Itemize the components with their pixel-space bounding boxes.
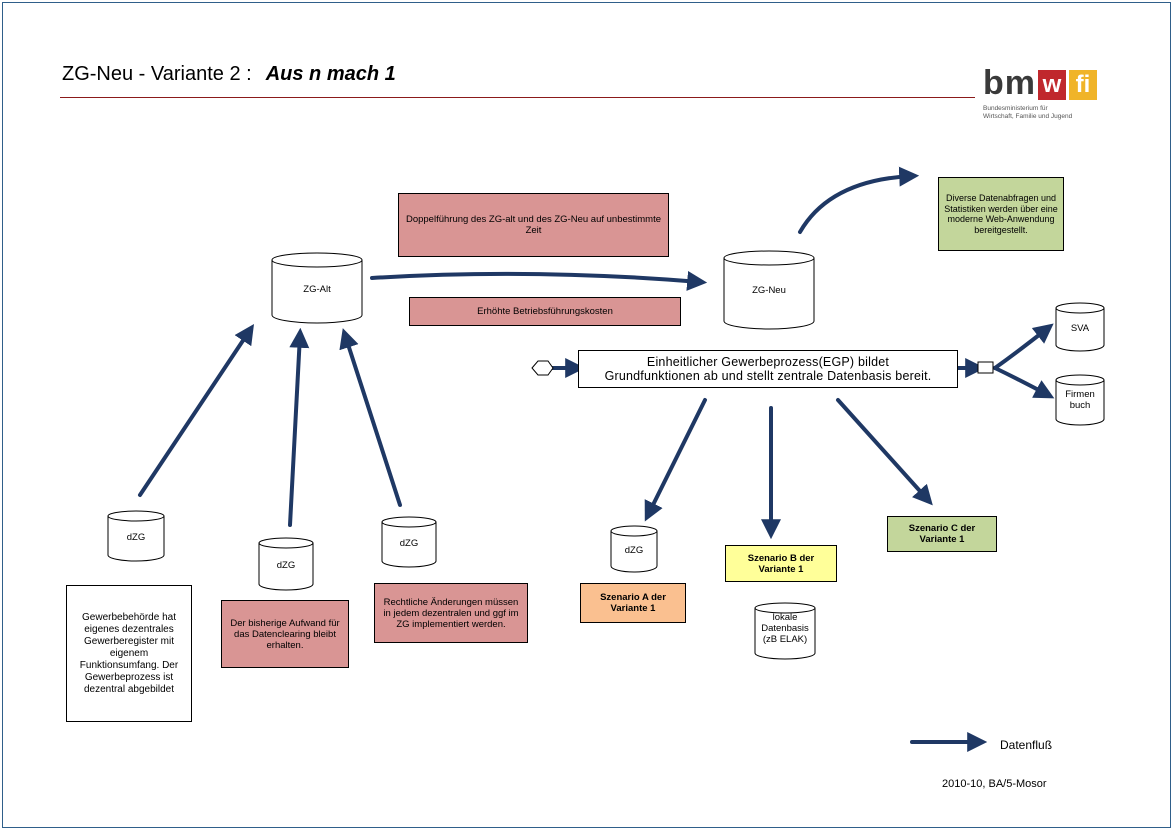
egp-output-connector bbox=[977, 361, 994, 374]
title-emphasis: Aus n mach 1 bbox=[265, 63, 396, 85]
bmwfj-logo: bm w fi Bundesministerium für Wirtschaft… bbox=[983, 60, 1123, 121]
title-main: ZG-Neu - Variante 2 : bbox=[62, 63, 252, 85]
zg-neu-label: ZG-Neu bbox=[752, 285, 786, 296]
egp-text-2: Grundfunktionen ab und stellt zentrale D… bbox=[604, 369, 932, 383]
datenabfragen-box: Diverse Datenabfragen und Statistiken we… bbox=[938, 177, 1064, 251]
dzg-label-4: dZG bbox=[624, 545, 644, 556]
arrow-egp-to-scenario-a bbox=[644, 398, 707, 522]
arrow-dzg3-to-alt bbox=[339, 328, 402, 507]
legend-label: Datenfluß bbox=[1000, 738, 1053, 752]
dzg-database-1: dZG bbox=[107, 510, 165, 562]
rechtliche-box: Rechtliche Änderungen müssen in jedem de… bbox=[374, 583, 528, 643]
betriebskosten-text: Erhöhte Betriebsführungskosten bbox=[477, 306, 613, 317]
rechtliche-text: Rechtliche Änderungen müssen in jedem de… bbox=[383, 596, 519, 630]
firmenbuch-label: Firmen buch bbox=[1065, 389, 1095, 411]
dzg-database-4: dZG bbox=[610, 525, 658, 573]
dzg-database-3: dZG bbox=[381, 516, 437, 568]
aufwand-box: Der bisherige Aufwand für das Datenclear… bbox=[221, 600, 349, 668]
arrow-dzg2-to-alt bbox=[288, 327, 310, 527]
logo-subtitle-2: Wirtschaft, Familie und Jugend bbox=[983, 113, 1073, 120]
aufwand-text: Der bisherige Aufwand für das Datenclear… bbox=[230, 617, 340, 651]
dzg-label-3: dZG bbox=[399, 538, 419, 549]
szenario-a-box: Szenario A der Variante 1 bbox=[580, 583, 686, 623]
szenario-b-text: Szenario B der Variante 1 bbox=[747, 552, 815, 575]
arrow-dzg1-to-alt bbox=[138, 324, 254, 497]
datenabfragen-text: Diverse Datenabfragen und Statistiken we… bbox=[944, 193, 1058, 235]
arrow-egp-to-scenario-c bbox=[836, 398, 933, 506]
doppelfuehrung-text: Doppelführung des ZG-alt und des ZG-Neu … bbox=[405, 214, 662, 236]
logo-subtitle-1: Bundesministerium für bbox=[983, 105, 1048, 112]
szenario-c-box: Szenario C der Variante 1 bbox=[887, 516, 997, 552]
arrow-alt-to-neu bbox=[370, 270, 708, 291]
egp-box: Einheitlicher Gewerbeprozess(EGP) bildet… bbox=[578, 350, 958, 388]
logo-w: w bbox=[1038, 70, 1066, 100]
zg-alt-database: ZG-Alt bbox=[271, 252, 363, 324]
egp-input-connector bbox=[531, 360, 554, 376]
gewerbebehoerde-box: Gewerbebehörde hat eigenes dezentrales G… bbox=[66, 585, 192, 722]
footer-text: 2010-10, BA/5-Mosor bbox=[942, 778, 1047, 790]
logo-bm: bm bbox=[983, 64, 1036, 102]
zg-neu-database: ZG-Neu bbox=[723, 250, 815, 330]
lokale-label-3: (zB ELAK) bbox=[762, 634, 808, 645]
szenario-a-text: Szenario A der Variante 1 bbox=[600, 592, 666, 614]
lokale-datenbasis-database: lokale Datenbasis (zB ELAK) bbox=[754, 602, 816, 660]
sva-label: SVA bbox=[1070, 323, 1090, 334]
arrow-to-sva bbox=[993, 323, 1054, 370]
egp-text-1: Einheitlicher Gewerbeprozess(EGP) bildet bbox=[646, 355, 890, 369]
gewerbebehoerde-text: Gewerbebehörde hat eigenes dezentrales G… bbox=[79, 611, 179, 695]
slide-title: ZG-Neu - Variante 2 : Aus n mach 1 bbox=[62, 63, 396, 86]
title-rule bbox=[60, 97, 975, 98]
zg-alt-label: ZG-Alt bbox=[303, 284, 331, 295]
dzg-database-2: dZG bbox=[258, 537, 314, 591]
doppelfuehrung-box: Doppelführung des ZG-alt und des ZG-Neu … bbox=[398, 193, 669, 257]
szenario-c-text: Szenario C der Variante 1 bbox=[908, 523, 976, 545]
sva-database: SVA bbox=[1055, 302, 1105, 352]
arrow-to-firmenbuch bbox=[993, 366, 1055, 399]
dzg-label-2: dZG bbox=[276, 560, 296, 571]
dzg-label-1: dZG bbox=[126, 532, 146, 543]
szenario-b-box: Szenario B der Variante 1 bbox=[725, 545, 837, 582]
arrow-neu-to-web bbox=[798, 166, 920, 234]
betriebskosten-box: Erhöhte Betriebsführungskosten bbox=[409, 297, 681, 326]
lokale-label-2: Datenbasis bbox=[761, 623, 809, 634]
logo-fi: fi bbox=[1069, 70, 1097, 100]
lokale-label-1: lokale bbox=[772, 612, 798, 623]
firmenbuch-database: Firmen buch bbox=[1055, 374, 1105, 426]
